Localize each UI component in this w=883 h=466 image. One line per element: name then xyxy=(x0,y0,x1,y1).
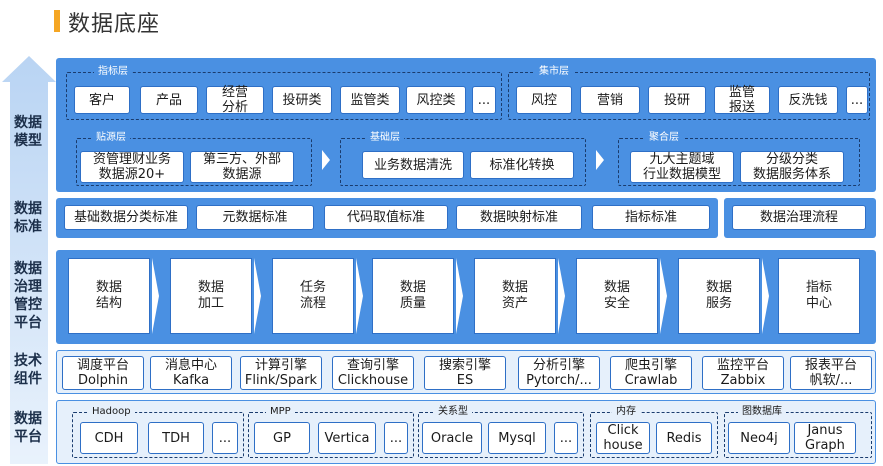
mem-group xyxy=(590,412,718,458)
tech-item: 查询引擎 Clickhouse xyxy=(332,356,414,390)
tech-item: 计算引擎 Flink/Spark xyxy=(240,356,322,390)
mpp-group xyxy=(248,412,414,458)
platform-item-mpp: ... xyxy=(384,422,408,454)
chevron-right-icon xyxy=(660,258,667,334)
tech-item: 监控平台 Zabbix xyxy=(702,356,784,390)
platform-item-mpp: GP xyxy=(254,422,310,454)
mpp-label: MPP xyxy=(266,406,295,418)
graph-label: 图数据库 xyxy=(738,406,786,418)
chevron-right-icon xyxy=(322,150,330,170)
tech-item: 消息中心 Kafka xyxy=(150,356,232,390)
standard-item: 元数据标准 xyxy=(196,205,314,230)
mart-item: ... xyxy=(846,86,868,114)
agg-layer-label: 聚合层 xyxy=(645,132,683,144)
indicator-item: 监管类 xyxy=(340,86,400,114)
governance-item: 数据 安全 xyxy=(576,258,658,334)
tech-item: 爬虫引擎 Crawlab xyxy=(610,356,692,390)
base-layer-group xyxy=(340,138,586,186)
platform-item-mpp: Vertica xyxy=(318,422,376,454)
governance-item: 指标 中心 xyxy=(778,258,860,334)
base-item: 业务数据清洗 xyxy=(362,151,464,179)
graph-group xyxy=(724,412,872,458)
row-label-governance: 数据 治理 管控 平台 xyxy=(14,261,42,331)
chevron-right-icon xyxy=(152,258,159,334)
tech-item: 报表平台 帆软/... xyxy=(790,356,872,390)
agg-layer-group xyxy=(618,138,860,186)
mart-layer-label: 集市层 xyxy=(535,66,573,78)
page-title: 数据底座 xyxy=(68,12,161,37)
chevron-right-icon xyxy=(254,258,261,334)
governance-item: 任务 流程 xyxy=(272,258,354,334)
mart-layer-group xyxy=(508,72,870,120)
platform-item-hadoop: TDH xyxy=(148,422,204,454)
standard-item: 数据映射标准 xyxy=(456,205,582,230)
indicator-item: 客户 xyxy=(74,86,130,114)
base-layer-label: 基础层 xyxy=(366,132,404,144)
mart-item: 监管 报送 xyxy=(714,85,770,115)
platform-item-hadoop: CDH xyxy=(80,422,138,454)
platform-item-rdb: Mysql xyxy=(488,422,546,454)
chevron-right-icon xyxy=(456,258,463,334)
title-accent-bar xyxy=(54,10,60,32)
mart-item: 风控 xyxy=(516,86,572,114)
indicator-item: 产品 xyxy=(140,86,198,114)
indicator-layer-label: 指标层 xyxy=(94,66,132,78)
row-label-platform: 数据 平台 xyxy=(14,411,42,445)
standard-item: 指标标准 xyxy=(592,205,710,230)
governance-item: 数据 服务 xyxy=(678,258,760,334)
governance-item: 数据 结构 xyxy=(68,258,150,334)
tech-item: 分析引擎 Pytorch/... xyxy=(518,356,600,390)
base-item: 标准化转换 xyxy=(470,151,574,179)
platform-item-mem: Click house xyxy=(596,422,650,454)
mart-item: 反洗钱 xyxy=(778,86,838,114)
chevron-right-icon xyxy=(558,258,565,334)
platform-item-rdb: ... xyxy=(554,422,578,454)
indicator-item: 风控类 xyxy=(406,86,466,114)
platform-item-rdb: Oracle xyxy=(422,422,482,454)
mart-item: 营销 xyxy=(580,86,640,114)
data-governance-process: 数据治理流程 xyxy=(732,205,866,230)
mem-label: 内存 xyxy=(612,406,640,418)
hadoop-label: Hadoop xyxy=(88,406,135,418)
indicator-item: 投研类 xyxy=(272,86,332,114)
source-item: 资管理财业务 数据源20+ xyxy=(80,151,184,183)
platform-item-graph: Neo4j xyxy=(728,422,790,454)
chevron-right-icon xyxy=(596,150,604,170)
standard-item: 基础数据分类标准 xyxy=(64,205,188,230)
tech-item: 调度平台 Dolphin xyxy=(62,356,144,390)
indicator-item: 经营 分析 xyxy=(206,85,264,115)
source-item: 第三方、外部 数据源 xyxy=(190,151,294,183)
agg-item: 九大主题域 行业数据模型 xyxy=(630,151,734,183)
platform-item-mem: Redis xyxy=(656,422,712,454)
rdb-label: 关系型 xyxy=(434,406,472,418)
platform-item-hadoop: ... xyxy=(212,422,238,454)
row-label-standard: 数据 标准 xyxy=(14,201,42,235)
chevron-right-icon xyxy=(356,258,363,334)
tech-item: 搜索引擎 ES xyxy=(424,356,506,390)
rdb-group xyxy=(418,412,584,458)
platform-item-graph: Janus Graph xyxy=(794,422,856,454)
source-layer-group xyxy=(76,138,312,186)
indicator-item: ... xyxy=(472,86,496,114)
mart-item: 投研 xyxy=(648,86,706,114)
chevron-right-icon xyxy=(762,258,769,334)
row-label-tech: 技术 组件 xyxy=(14,353,42,387)
source-layer-label: 贴源层 xyxy=(92,132,130,144)
agg-item: 分级分类 数据服务体系 xyxy=(740,151,844,183)
row-label-model: 数据 模型 xyxy=(14,115,42,149)
indicator-layer-group xyxy=(66,72,502,120)
hadoop-group xyxy=(72,412,244,458)
standard-item: 代码取值标准 xyxy=(324,205,448,230)
governance-item: 数据 资产 xyxy=(474,258,556,334)
up-arrow-icon xyxy=(2,56,56,464)
governance-item: 数据 质量 xyxy=(372,258,454,334)
governance-item: 数据 加工 xyxy=(170,258,252,334)
